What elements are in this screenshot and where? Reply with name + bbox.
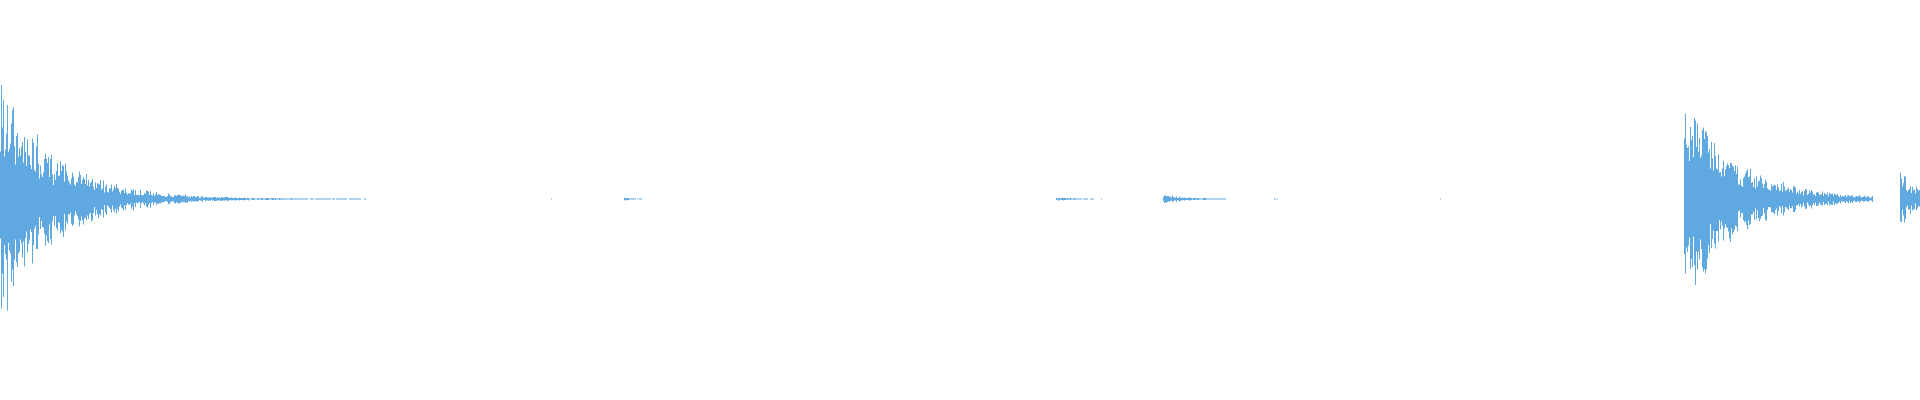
waveform-samples bbox=[0, 84, 1920, 311]
